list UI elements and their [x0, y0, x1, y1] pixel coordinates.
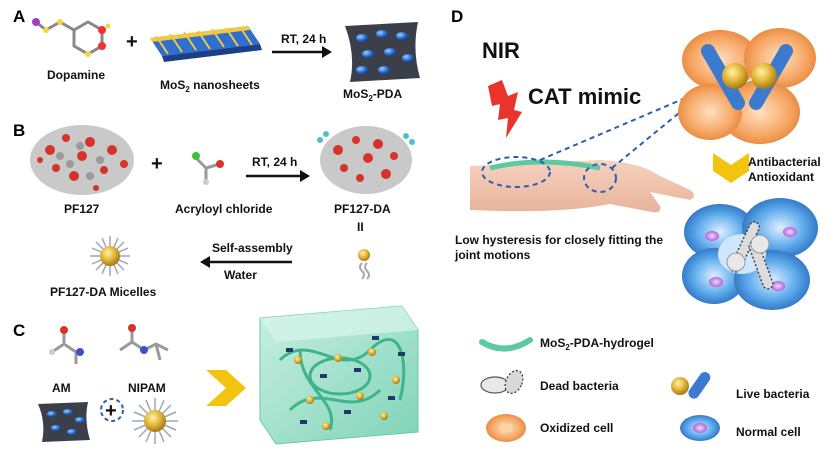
lightning-bolt-icon [488, 80, 522, 138]
hysteresis-line2: joint motions [454, 248, 531, 262]
micelle-icon [90, 236, 130, 276]
antibacterial-label: Antibacterial [748, 155, 821, 169]
am-label: AM [52, 381, 71, 395]
condition-a: RT, 24 h [281, 32, 326, 46]
nir-label: NIR [482, 38, 520, 63]
reaction-arrow-icon [246, 170, 310, 182]
normal-cell-cluster [682, 198, 818, 310]
plus-b: + [151, 153, 163, 175]
acryloyl-label: Acryloyl chloride [175, 202, 273, 216]
dopamine-molecule [32, 18, 111, 57]
dead-bacteria-icon [480, 370, 524, 394]
dopamine-label: Dopamine [47, 68, 105, 82]
legend: MoS2-PDA-hydrogel Dead bacteria Live bac… [479, 336, 810, 442]
dashed-callouts [481, 95, 691, 193]
pf127-label: PF127 [64, 202, 100, 216]
am-molecule [49, 326, 84, 364]
legend-dead-label: Dead bacteria [540, 379, 619, 393]
panel-letter-c: C [13, 321, 25, 340]
panel-letter-d: D [451, 7, 463, 26]
condition-b: RT, 24 h [252, 155, 297, 169]
normal-cell-icon [680, 415, 720, 441]
oxidized-cell-icon [486, 414, 526, 442]
yellow-arrow-icon [206, 370, 246, 406]
pf127-da-molecule [317, 126, 415, 194]
hysteresis-line1: Low hysteresis for closely fitting the [455, 233, 663, 247]
panel-letter-b: B [13, 121, 25, 140]
hydrogel-network [259, 305, 419, 445]
water-label: Water [224, 268, 257, 282]
micelles-label: PF127-DA Micelles [50, 285, 157, 299]
equals-symbol: II [357, 220, 364, 234]
mos2-pda-sheet-small [38, 402, 90, 442]
legend-hydrogel-swatch [479, 337, 533, 352]
acryloyl-chloride-molecule [192, 152, 224, 185]
self-assembly-label: Self-assembly [212, 241, 293, 255]
yellow-arrow-icon [713, 153, 749, 183]
legend-live-label: Live bacteria [736, 387, 810, 401]
pf127-da-unit-icon [358, 249, 370, 280]
legend-hydrogel-label: MoS2-PDA-hydrogel [540, 336, 654, 352]
micelle-icon-small [132, 398, 178, 444]
mos2-nanosheets [150, 26, 262, 62]
antioxidant-label: Antioxidant [748, 170, 814, 184]
reaction-arrow-icon [272, 46, 332, 58]
nipam-label: NIPAM [128, 381, 166, 395]
panel-letter-a: A [13, 7, 25, 26]
nipam-molecule [119, 324, 169, 361]
cat-mimic-label: CAT mimic [528, 84, 641, 109]
mos2-label: MoS2 nanosheets [160, 78, 260, 94]
plus-circle-icon [100, 398, 124, 422]
self-assembly-arrow-icon [200, 256, 292, 268]
live-bacteria-icon [671, 372, 711, 399]
mos2-pda-label: MoS2-PDA [343, 87, 402, 103]
mos2-pda-sheet [345, 22, 420, 82]
pf127-da-label: PF127-DA [334, 202, 391, 216]
hand-illustration [470, 159, 694, 213]
legend-normal-label: Normal cell [736, 425, 801, 439]
legend-oxidized-label: Oxidized cell [540, 421, 613, 435]
plus-c: + [105, 400, 117, 422]
plus-a: + [126, 31, 138, 53]
oxidized-cell-cluster [678, 28, 816, 144]
pf127-molecule [30, 125, 134, 195]
